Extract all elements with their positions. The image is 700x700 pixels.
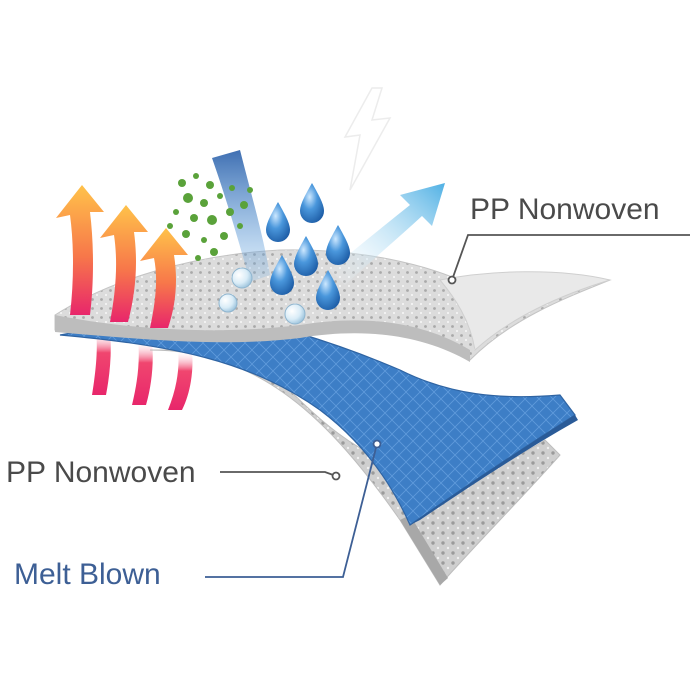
air-bubble-icon — [231, 267, 253, 289]
leader-dot-top — [447, 275, 457, 285]
incoming-stream-icon — [212, 150, 270, 282]
air-bubbles — [218, 267, 306, 325]
leader-dot-middle — [331, 471, 341, 481]
air-bubble-icon — [284, 303, 306, 325]
heat-arrow-icon — [132, 340, 153, 405]
water-droplet-icon — [270, 255, 294, 295]
water-droplet-icon — [294, 236, 318, 276]
heat-arrow-icon — [56, 185, 104, 315]
leader-line-bottom — [205, 443, 378, 578]
leader-dot-bottom — [372, 439, 382, 449]
water-droplet-icon — [300, 183, 324, 223]
heat-arrow-icon — [168, 350, 193, 410]
leader-line-middle — [220, 471, 337, 477]
heat-arrow-icon — [140, 228, 188, 328]
leader-lines — [205, 234, 690, 578]
water-droplet-icon — [326, 225, 350, 265]
heat-arrows-lower — [92, 330, 193, 410]
water-droplet-icon — [316, 270, 340, 310]
melt-blown-layer — [59, 309, 578, 526]
leader-line-top — [451, 234, 690, 281]
bottom-nonwoven-layer — [149, 349, 561, 586]
top-layer-label: PP Nonwoven — [470, 193, 660, 226]
middle-layer-label: PP Nonwoven — [6, 456, 196, 489]
bacteria-particles-icon — [167, 173, 253, 261]
water-droplet-icon — [266, 202, 290, 242]
air-bubble-icon — [218, 293, 238, 313]
heat-arrow-icon — [92, 330, 111, 395]
water-droplets — [266, 183, 350, 310]
lightning-icon — [343, 87, 392, 191]
vapor-arrow-icon — [330, 183, 445, 285]
heat-arrow-icon — [100, 205, 148, 322]
heat-arrows-upper — [56, 185, 188, 328]
melt-blown-label: Melt Blown — [14, 558, 161, 591]
